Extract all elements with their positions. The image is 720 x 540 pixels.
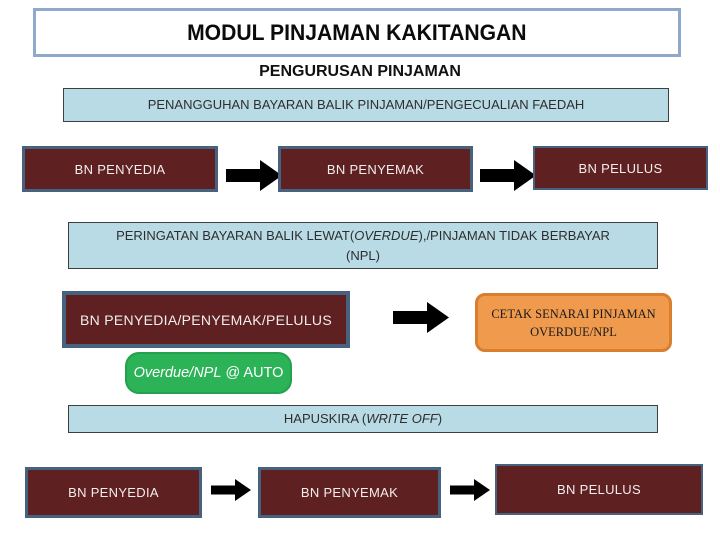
bar-hapuskira-italic: WRITE OFF: [366, 411, 438, 426]
bar-penangguhan-label: PENANGGUHAN BAYARAN BALIK PINJAMAN/PENGE…: [147, 97, 585, 112]
bar-hapuskira-after: ): [437, 411, 443, 426]
flow-middle-output-line2: OVERDUE/NPL: [530, 324, 617, 339]
flow-bottom-box-pelulus: BN PELULUS: [495, 464, 703, 515]
flow-top-box-pelulus: BN PELULUS: [533, 146, 708, 190]
flow-middle-actor-box: BN PENYEDIA/PENYEMAK/PELULUS: [62, 291, 350, 348]
flow-bottom-box-penyedia-label: BN PENYEDIA: [68, 485, 159, 500]
flow-arrow-icon: [211, 479, 251, 501]
flow-bottom-box-penyemak-label: BN PENYEMAK: [300, 485, 399, 500]
bar-peringatan-after: ),/PINJAMAN TIDAK BERBAYAR: [418, 227, 610, 243]
title-box: MODUL PINJAMAN KAKITANGAN: [33, 8, 681, 57]
bar-peringatan-italic: OVERDUE: [354, 227, 419, 243]
flow-top-box-penyedia-label: BN PENYEDIA: [74, 161, 166, 177]
flow-top-box-penyedia: BN PENYEDIA: [22, 146, 218, 192]
section-heading-pengurusan: PENGURUSAN PINJAMAN: [259, 63, 461, 80]
flow-bottom-box-pelulus-label: BN PELULUS: [557, 482, 641, 497]
bar-hapuskira-line: HAPUSKIRA (WRITE OFF): [284, 409, 442, 429]
auto-badge-rest: @ AUTO: [221, 365, 284, 381]
flow-arrow-icon: [226, 160, 282, 191]
flow-middle-output-line1: CETAK SENARAI PINJAMAN: [491, 306, 656, 321]
flow-arrow-icon: [393, 302, 449, 333]
flow-bottom-box-penyemak: BN PENYEMAK: [258, 467, 441, 518]
auto-badge: Overdue/NPL @ AUTO: [125, 352, 292, 394]
auto-badge-italic: Overdue/NPL: [133, 365, 222, 381]
flow-arrow-icon: [450, 479, 490, 501]
bar-peringatan-before: PERINGATAN BAYARAN BALIK LEWAT(: [116, 227, 355, 243]
bar-peringatan-line1: PERINGATAN BAYARAN BALIK LEWAT(OVERDUE),…: [116, 226, 610, 246]
bar-hapuskira-before: HAPUSKIRA (: [283, 411, 367, 426]
flow-top-box-pelulus-label: BN PELULUS: [578, 160, 663, 176]
flow-arrow-icon: [480, 160, 536, 191]
bar-peringatan-line2: (NPL): [346, 247, 380, 263]
flow-top-box-penyemak-label: BN PENYEMAK: [326, 161, 425, 177]
flow-top-box-penyemak: BN PENYEMAK: [278, 146, 473, 192]
flow-middle-output-box: CETAK SENARAI PINJAMAN OVERDUE/NPL: [475, 293, 672, 352]
bar-peringatan: PERINGATAN BAYARAN BALIK LEWAT(OVERDUE),…: [68, 222, 658, 269]
page-title: MODUL PINJAMAN KAKITANGAN: [187, 19, 527, 45]
bar-hapuskira: HAPUSKIRA (WRITE OFF): [68, 405, 658, 433]
bar-penangguhan: PENANGGUHAN BAYARAN BALIK PINJAMAN/PENGE…: [63, 88, 669, 122]
flow-bottom-box-penyedia: BN PENYEDIA: [25, 467, 202, 518]
flow-middle-actor-label: BN PENYEDIA/PENYEMAK/PELULUS: [80, 311, 332, 328]
